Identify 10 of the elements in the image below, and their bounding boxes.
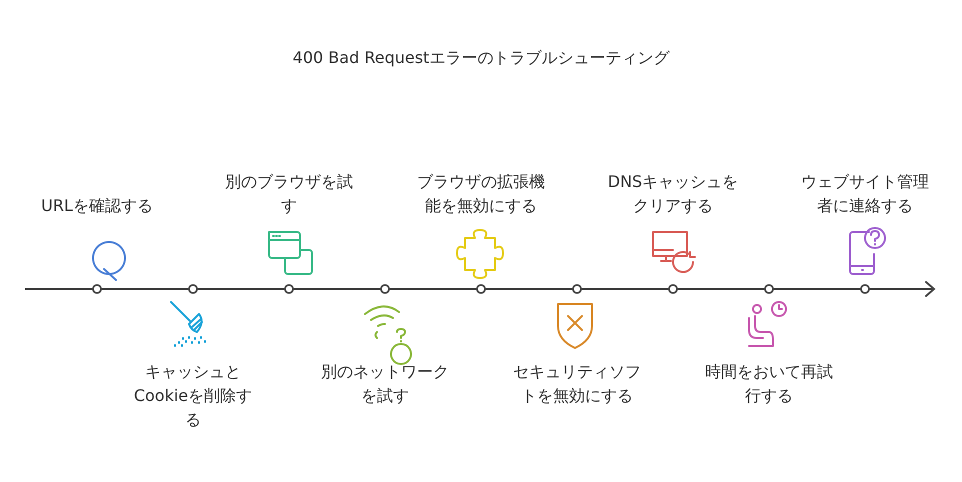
step-label: キャッシュとCookieを削除する: [132, 361, 254, 431]
step-label: 別のネットワークを試す: [320, 361, 450, 407]
step-label: ウェブサイト管理者に連絡する: [800, 171, 930, 217]
step-label: セキュリティソフトを無効にする: [512, 361, 642, 407]
step-label: 時間をおいて再試行する: [704, 361, 834, 407]
step-label: URLを確認する: [41, 195, 153, 217]
step-label: 別のブラウザを試す: [224, 171, 354, 217]
title: 400 Bad Requestエラーのトラブルシューティング: [292, 48, 670, 67]
step-label: DNSキャッシュをクリアする: [607, 171, 739, 217]
step-label: ブラウザの拡張機能を無効にする: [416, 171, 546, 217]
